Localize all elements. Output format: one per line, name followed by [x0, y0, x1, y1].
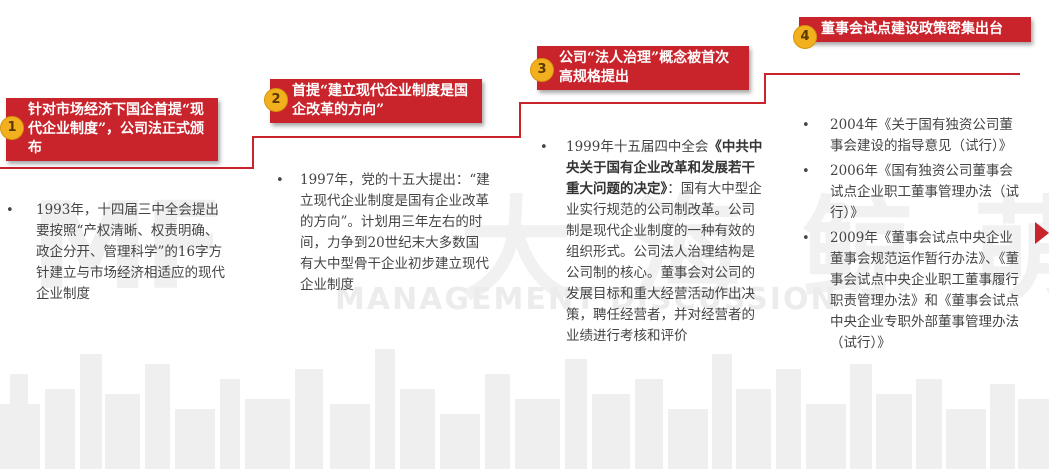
- column-1997: • 1997年，党的十五大提出：“建立现代企业制度是国有企业改革的方向”。计划用…: [276, 170, 491, 296]
- policy-item-text: 2009年《董事会试点中央企业董事会规范运作暂行办法》、《董事会试点中央企业职工…: [830, 230, 1019, 351]
- watermark-logo: MF: [30, 178, 225, 317]
- next-arrow-icon[interactable]: [1035, 222, 1049, 244]
- step-3-number-badge: 3: [530, 58, 554, 82]
- city-skyline-illustration: [0, 349, 1049, 469]
- column-1999-body: 1999年十五届四中全会《中共中央关于国有企业改革和发展若干重大问题的决定》：国…: [540, 137, 765, 347]
- step-2-tag: 首提“建立现代企业制度是国企改革的方向”: [270, 79, 482, 123]
- column-1999: • 1999年十五届四中全会《中共中央关于国有企业改革和发展若干重大问题的决定》…: [540, 137, 765, 347]
- policy-item: • 2006年《国有独资公司董事会试点企业职工董事管理办法（试行）》: [802, 161, 1022, 224]
- step-1-number-badge: 1: [0, 116, 24, 140]
- column-1999-decision-title: 《中共中央关于国有企业改革和发展若干重大问题的决定》: [566, 139, 763, 197]
- step-2-number-badge: 2: [264, 88, 288, 112]
- watermark-english-text: MANAGEMENT DISCUSSION: [335, 282, 838, 317]
- policy-item-text: 2004年《关于国有独资公司董事会建设的指导意见（试行）》: [830, 117, 1013, 154]
- column-1993-text: 1993年，十四届三中全会提出要按照“产权清晰、权责明确、政企分开、管理科学”的…: [36, 202, 225, 302]
- bullet: •: [276, 173, 284, 188]
- bullet: •: [802, 164, 810, 179]
- step-4-title: 董事会试点建设政策密集出台: [821, 21, 1003, 37]
- step-4-tag: 董事会试点建设政策密集出台: [799, 17, 1031, 42]
- step-1-title: 针对市场经济下国企首提“现代企业制度”，公司法正式颁布: [28, 102, 205, 156]
- policy-item-text: 2006年《国有独资公司董事会试点企业职工董事管理办法（试行）》: [830, 163, 1019, 221]
- bullet: •: [540, 140, 548, 155]
- bullet: •: [802, 231, 810, 246]
- policy-item: • 2009年《董事会试点中央企业董事会规范运作暂行办法》、《董事会试点中央企业…: [802, 228, 1022, 354]
- bullet: •: [802, 118, 810, 133]
- watermark-chinese-text: 大 海 鲸 萌: [460, 186, 1049, 316]
- column-1999-text: ：国有大中型企业实行规范的公司制改革。公司制是现代企业制度的一种有效的组织形式。…: [566, 181, 762, 344]
- step-2-title: 首提“建立现代企业制度是国企改革的方向”: [292, 83, 469, 118]
- step-3-title: 公司“法人治理”概念被首次高规格提出: [559, 50, 730, 85]
- step-3-tag: 公司“法人治理”概念被首次高规格提出: [537, 46, 749, 90]
- column-1993: • 1993年，十四届三中全会提出要按照“产权清晰、权责明确、政企分开、管理科学…: [6, 200, 228, 305]
- step-1-tag: 针对市场经济下国企首提“现代企业制度”，公司法正式颁布: [6, 98, 218, 161]
- column-1997-text: 1997年，党的十五大提出：“建立现代企业制度是国有企业改革的方向”。计划用三年…: [300, 172, 490, 293]
- step-4-number-badge: 4: [793, 25, 817, 49]
- policy-item: • 2004年《关于国有独资公司董事会建设的指导意见（试行）》: [802, 115, 1022, 157]
- bullet: •: [6, 203, 14, 218]
- column-policies: • 2004年《关于国有独资公司董事会建设的指导意见（试行）》 • 2006年《…: [802, 115, 1022, 354]
- column-1999-lead: 1999年十五届四中全会: [566, 139, 709, 155]
